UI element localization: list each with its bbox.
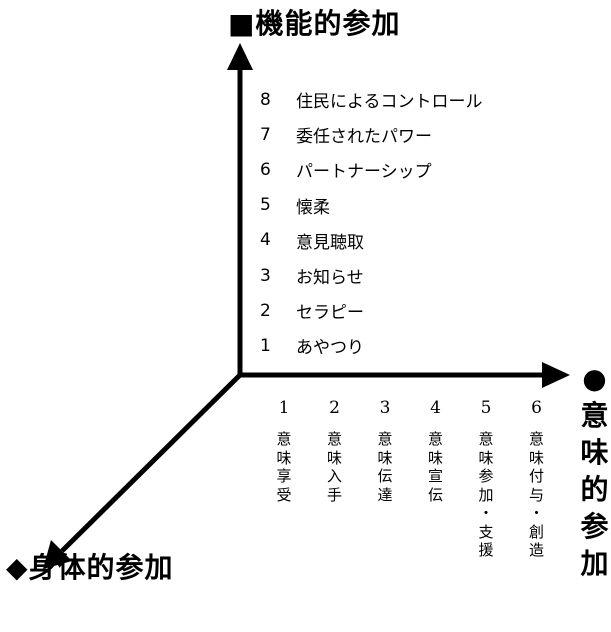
meaning-stage-item: 6 意味付与・創造: [525, 398, 549, 560]
functional-axis-title: ■機能的参加: [228, 2, 400, 42]
functional-level-item: 6 パートナーシップ: [260, 152, 483, 187]
functional-level-label: 意見聴取: [296, 232, 364, 253]
functional-level-number: 8: [260, 89, 271, 110]
meaning-stage-item: 4 意味宣伝: [424, 398, 448, 504]
functional-level-item: 3 お知らせ: [260, 258, 483, 293]
functional-level-item: 4 意見聴取: [260, 223, 483, 258]
physical-axis-title: ◆身体的参加: [6, 546, 174, 586]
meaning-stage-item: 5 意味参加・支援: [474, 398, 498, 560]
functional-level-label: 委任されたパワー: [296, 127, 432, 148]
meaning-stage-number: 4: [430, 398, 441, 418]
functional-level-item: 5 懐柔: [260, 188, 483, 223]
functional-level-number: 1: [260, 335, 271, 356]
functional-level-item: 2 セラピー: [260, 293, 483, 328]
functional-axis-title-text: 機能的参加: [255, 7, 401, 40]
meaning-stage-item: 3 意味伝達: [373, 398, 397, 504]
functional-level-number: 7: [260, 124, 271, 145]
physical-axis-title-text: 身体的参加: [28, 551, 174, 584]
diamond-marker-icon: ◆: [6, 551, 29, 584]
meaning-stage-number: 5: [480, 398, 492, 418]
functional-levels-list: 8 住民によるコントロール 7 委任されたパワー 6 パートナーシップ 5 懐柔 4 意見聴取 3 お…: [260, 82, 483, 364]
functional-level-item: 1 あやつり: [260, 328, 483, 363]
meaning-stage-number: 6: [531, 398, 542, 418]
meaning-stage-item: 1 意味享受: [272, 398, 296, 504]
circle-marker-icon: ●: [582, 362, 608, 395]
functional-level-number: 3: [260, 265, 271, 286]
meaning-stage-label: 意味付与・創造: [528, 430, 544, 559]
physical-axis-arrowhead: [43, 540, 72, 569]
meaning-axis-arrowhead: [542, 362, 570, 388]
functional-level-label: セラピー: [296, 303, 364, 324]
meaning-stage-number: 2: [329, 398, 340, 418]
physical-axis: [60, 372, 243, 553]
meaning-stage-label: 意味参加・支援: [478, 430, 494, 559]
functional-level-item: 7 委任されたパワー: [260, 117, 483, 152]
functional-level-number: 5: [260, 195, 271, 216]
functional-level-number: 4: [260, 230, 271, 251]
meaning-stage-label: 意味伝達: [377, 430, 393, 504]
meaning-stage-number: 1: [278, 398, 290, 418]
functional-level-label: 住民によるコントロール: [296, 92, 483, 113]
meaning-stage-label: 意味入手: [326, 430, 342, 504]
functional-level-label: あやつり: [296, 338, 364, 359]
functional-level-label: お知らせ: [296, 268, 364, 289]
meaning-stage-number: 3: [379, 398, 391, 418]
functional-level-label: 懐柔: [296, 197, 330, 218]
functional-level-label: パートナーシップ: [296, 162, 432, 183]
functional-level-number: 2: [260, 300, 271, 321]
functional-level-item: 8 住民によるコントロール: [260, 82, 483, 117]
functional-axis-arrowhead: [227, 43, 253, 70]
meaning-stage-label: 意味享受: [276, 430, 292, 504]
functional-level-number: 6: [260, 159, 271, 180]
meaning-stage-label: 意味宣伝: [427, 430, 443, 504]
meaning-stage-item: 2 意味入手: [323, 398, 347, 504]
meaning-axis-title: ● 意味的参加: [578, 360, 611, 582]
square-marker-icon: ■: [228, 7, 256, 40]
